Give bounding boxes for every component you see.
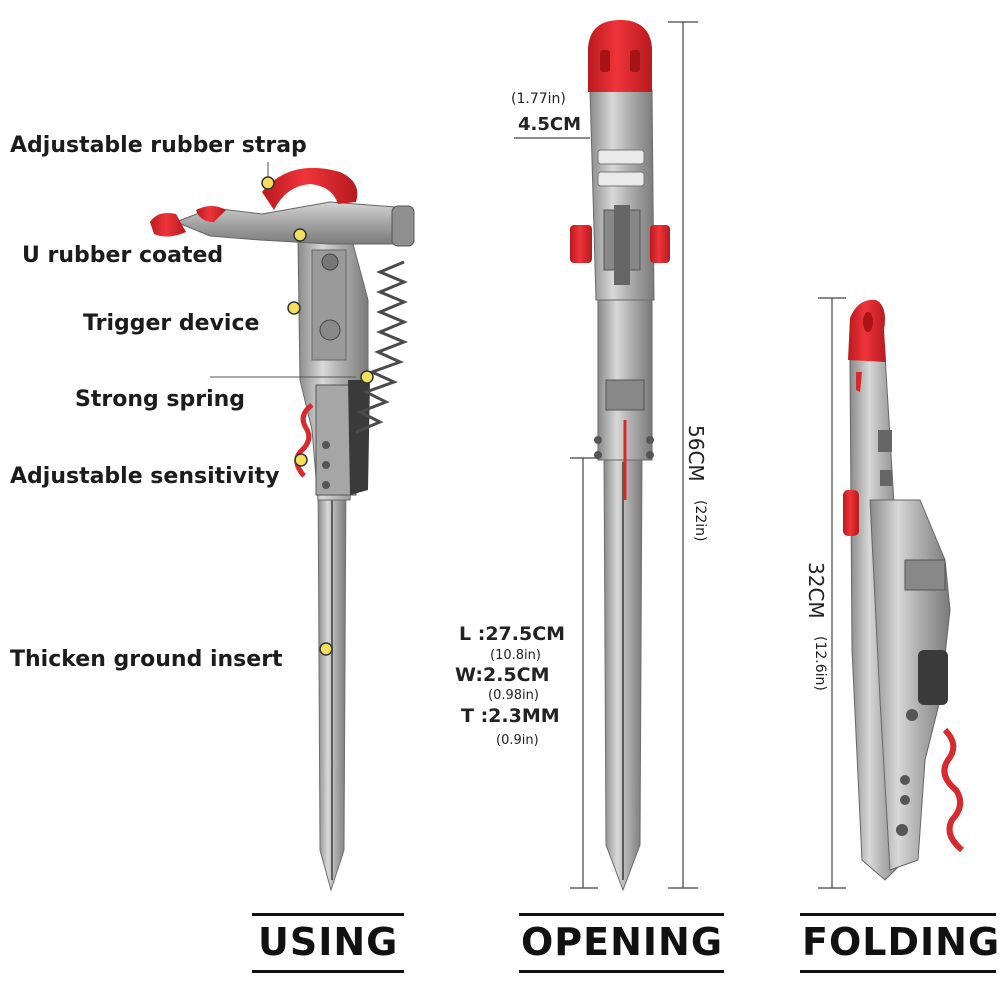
caption-folding: FOLDING (802, 920, 1000, 964)
caption-opening: OPENING (521, 920, 724, 964)
folded-length-inches: (12.6in) (812, 636, 828, 691)
folding-dimension-lines (818, 297, 846, 889)
cradle-red-tip (150, 213, 186, 237)
label-adjustable-rubber-strap: Adjustable rubber strap (10, 133, 307, 158)
folded-length-cm: 32CM (804, 562, 828, 619)
label-strong-spring: Strong spring (75, 387, 246, 412)
opening-red-cap (588, 20, 652, 92)
total-length-inches: (22in) (692, 500, 708, 542)
caption-using: USING (258, 920, 399, 964)
callout-dot-u-rubber (293, 228, 307, 242)
folding-rod-holder (843, 299, 964, 881)
opening-rod-holder (570, 20, 670, 892)
rubber-strap (262, 167, 358, 210)
opening-dimension-lines (514, 21, 698, 889)
folding-red-cord (941, 727, 964, 853)
label-thicken-ground-insert: Thicken ground insert (10, 647, 283, 672)
opening-red-clip-left (570, 225, 592, 263)
label-u-rubber-coated: U rubber coated (22, 243, 224, 268)
label-adjustable-sensitivity: Adjustable sensitivity (10, 464, 280, 489)
insert-width: W:2.5CM (455, 664, 550, 686)
callouts (210, 162, 374, 656)
insert-thickness: T :2.3MM (461, 705, 560, 727)
insert-thickness-inches: (0.9in) (496, 733, 539, 748)
insert-length: L :27.5CM (459, 623, 566, 645)
callout-dot-spring (360, 370, 374, 384)
folding-red-clip (843, 490, 859, 536)
callout-dot-strap (261, 176, 275, 190)
total-length-cm: 56CM (684, 425, 708, 482)
callout-dot-trigger (287, 301, 301, 315)
using-rod-holder (150, 167, 415, 892)
head-diameter-inches: (1.77in) (511, 91, 566, 107)
strong-spring (355, 260, 409, 434)
insert-width-inches: (0.98in) (488, 688, 539, 703)
callout-dot-sensitivity (294, 453, 308, 467)
callout-dot-insert (319, 642, 333, 656)
head-diameter-cm: 4.5CM (518, 114, 582, 135)
caption-rules (252, 913, 996, 973)
label-trigger-device: Trigger device (83, 311, 260, 336)
insert-length-inches: (10.8in) (490, 648, 541, 663)
opening-red-clip-right (650, 225, 670, 263)
